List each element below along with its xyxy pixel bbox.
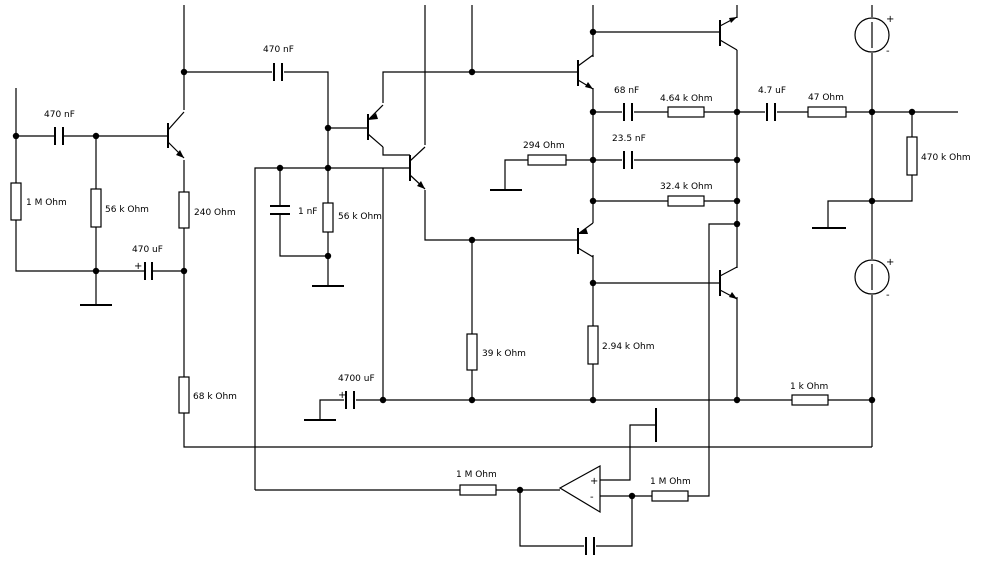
label-c-input: 470 nF [44, 110, 75, 120]
label-c-23n5: 23.5 nF [612, 134, 646, 144]
capacitor-470nf-input [54, 127, 64, 145]
resistor-56k-input [90, 188, 102, 228]
resistor-294 [527, 154, 567, 166]
opamp-plus-sign: + [590, 476, 598, 487]
transistors [167, 16, 738, 300]
transistor-q8 [719, 266, 738, 300]
resistor-1m-servo-in [459, 484, 497, 496]
label-c-470uf: 470 uF [132, 245, 163, 255]
capacitor-4u7 [766, 103, 776, 121]
label-r-240: 240 Ohm [194, 208, 236, 218]
capacitors [54, 63, 776, 555]
resistor-56k-bias [322, 202, 334, 233]
label-r-68k: 68 k Ohm [193, 392, 237, 402]
resistor-1m-servo-fb [651, 490, 689, 502]
voltage-source-lower: + - [854, 257, 894, 301]
resistor-47 [807, 106, 847, 118]
capacitor-68nf [623, 103, 633, 121]
label-r-1m-servo-in: 1 M Ohm [456, 470, 497, 480]
label-r-47: 47 Ohm [808, 93, 844, 103]
resistor-39k [466, 333, 478, 371]
ground-symbols [80, 189, 846, 442]
label-r-1m-servo-fb: 1 M Ohm [650, 477, 691, 487]
label-c-4u7: 4.7 uF [758, 86, 786, 96]
resistor-240 [178, 191, 190, 229]
label-r-294: 294 Ohm [523, 141, 565, 151]
label-c-couple: 470 nF [263, 45, 294, 55]
resistor-4k64 [667, 106, 705, 118]
capacitor-470uf [140, 262, 153, 280]
component-labels: 470 nF 1 M Ohm 56 k Ohm 240 Ohm 470 uF +… [26, 45, 971, 487]
label-r-39k: 39 k Ohm [482, 349, 526, 359]
transistor-q6 [577, 222, 594, 258]
transistor-q7 [719, 16, 738, 51]
opamp-minus-sign: - [590, 492, 594, 503]
transistor-q4 [409, 146, 426, 190]
resistors [10, 106, 918, 502]
resistor-470k [906, 136, 918, 176]
label-r-56k-input: 56 k Ohm [105, 205, 149, 215]
label-c-470uf-polarity: + [134, 261, 142, 272]
label-c-68nf: 68 nF [614, 86, 639, 96]
capacitor-servo [585, 537, 595, 555]
resistor-68k [178, 376, 190, 414]
wires [15, 5, 958, 547]
label-r-2k94: 2.94 k Ohm [602, 342, 655, 352]
capacitor-1nf [270, 205, 290, 215]
resistor-2k94 [587, 325, 599, 365]
label-c-1nf: 1 nF [298, 207, 317, 217]
lower-source-minus: - [886, 290, 890, 301]
label-c-4700uf-polarity: + [338, 390, 346, 401]
lower-source-plus: + [886, 257, 894, 268]
capacitor-470nf-couple [273, 63, 283, 81]
label-r-470k: 470 k Ohm [921, 153, 971, 163]
resistor-1m-input [10, 182, 22, 221]
label-r-56k-bias: 56 k Ohm [338, 212, 382, 222]
junction-dots [12, 28, 916, 500]
transistor-q5 [577, 54, 594, 90]
upper-source-plus: + [886, 14, 894, 25]
label-r-32k4: 32.4 k Ohm [660, 182, 713, 192]
resistor-32k4 [667, 195, 705, 207]
capacitor-23n5 [623, 151, 633, 169]
transistor-q3 [367, 104, 384, 148]
op-amp: + - [558, 464, 601, 514]
supply-sources: + - + - [854, 14, 894, 301]
label-r-1k: 1 k Ohm [790, 382, 828, 392]
upper-source-minus: - [886, 46, 890, 57]
capacitor-4700uf [345, 391, 355, 409]
voltage-source-upper: + - [854, 14, 894, 57]
transistor-q1 [167, 111, 185, 159]
resistor-1k [791, 394, 829, 406]
label-r-1m-input: 1 M Ohm [26, 198, 67, 208]
label-c-4700uf: 4700 uF [338, 374, 375, 384]
label-r-4k64: 4.64 k Ohm [660, 94, 713, 104]
